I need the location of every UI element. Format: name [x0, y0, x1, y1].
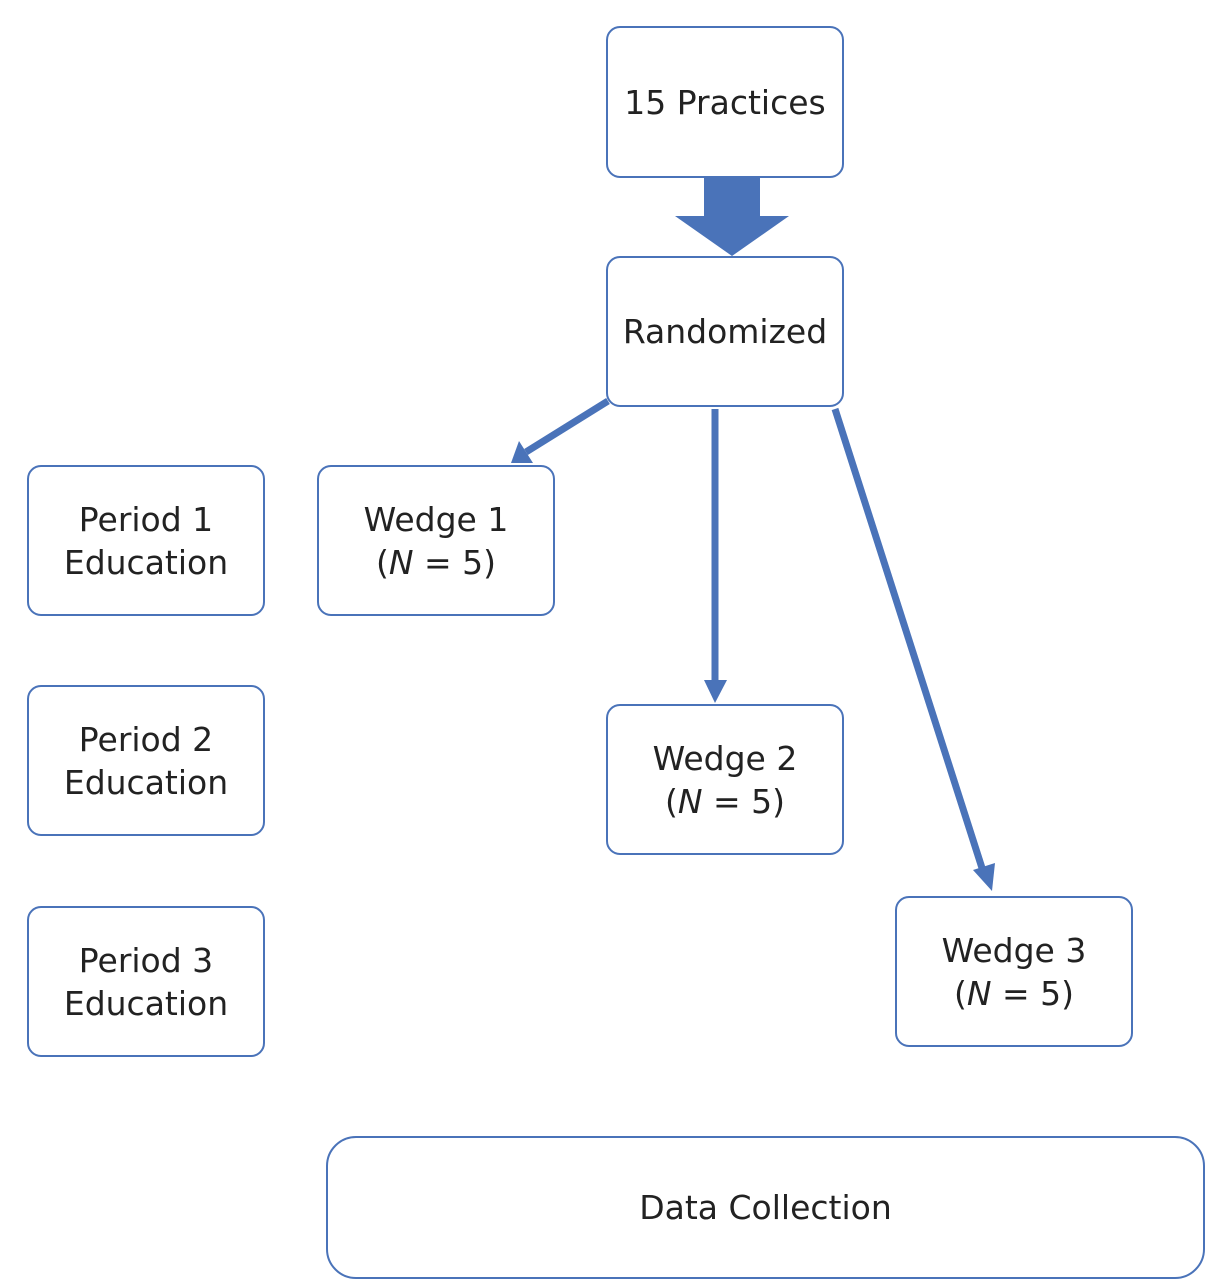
- period-2-box: Period 2 Education: [27, 685, 265, 836]
- period-1-subtitle: Education: [63, 542, 229, 582]
- block-arrow-practices-to-randomized: [675, 178, 789, 256]
- randomized-box: Randomized: [606, 256, 844, 407]
- wedge-2-count-n: N: [677, 781, 703, 821]
- arrowhead-wedge-2: [704, 680, 727, 703]
- wedge-2-title: Wedge 2: [652, 738, 798, 778]
- period-3-title: Period 3: [78, 940, 214, 980]
- wedge-1-count-rest: = 5): [413, 542, 497, 582]
- wedge-3-box: Wedge 3 (N = 5): [895, 896, 1133, 1047]
- period-3-subtitle: Education: [63, 983, 229, 1023]
- wedge-2-count-rest: = 5): [702, 781, 786, 821]
- period-1-title: Period 1: [78, 499, 214, 539]
- period-3-box: Period 3 Education: [27, 906, 265, 1057]
- data-collection-box: Data Collection: [326, 1136, 1205, 1279]
- period-1-box: Period 1 Education: [27, 465, 265, 616]
- arrowhead-wedge-3: [973, 863, 995, 891]
- wedge-2-box: Wedge 2 (N = 5): [606, 704, 844, 855]
- wedge-2-count-open: (: [664, 781, 678, 821]
- wedge-3-count: (N = 5): [954, 972, 1074, 1015]
- practices-label: 15 Practices: [624, 82, 826, 122]
- wedge-1-count-n: N: [388, 542, 414, 582]
- practices-box: 15 Practices: [606, 26, 844, 178]
- wedge-3-count-open: (: [953, 973, 967, 1013]
- wedge-3-title: Wedge 3: [941, 930, 1087, 970]
- arrow-line-randomized-to-wedge-3: [831, 407, 986, 870]
- period-2-subtitle: Education: [63, 762, 229, 802]
- wedge-1-count: (N = 5): [376, 541, 496, 584]
- arrow-line-randomized-to-wedge-1: [524, 398, 610, 455]
- arrowhead-wedge-1: [511, 441, 533, 463]
- period-2-title: Period 2: [78, 719, 214, 759]
- wedge-1-title: Wedge 1: [363, 499, 509, 539]
- data-collection-label: Data Collection: [639, 1188, 892, 1227]
- wedge-3-count-rest: = 5): [991, 973, 1075, 1013]
- wedge-1-count-open: (: [375, 542, 389, 582]
- randomized-label: Randomized: [622, 312, 828, 351]
- wedge-2-count: (N = 5): [665, 780, 785, 823]
- wedge-1-box: Wedge 1 (N = 5): [317, 465, 555, 616]
- wedge-3-count-n: N: [966, 973, 992, 1013]
